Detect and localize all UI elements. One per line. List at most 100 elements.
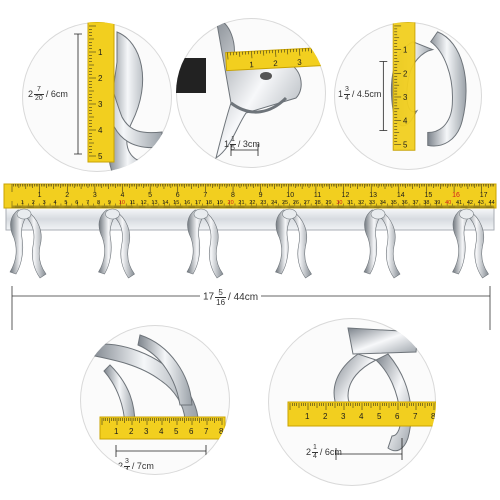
inch-label: 1 [38, 192, 42, 199]
inch-label: 14 [397, 192, 405, 199]
rack-hook [9, 208, 47, 279]
inch-label: 10 [286, 192, 294, 199]
cm-label: 13 [151, 200, 157, 206]
inch-label: 3 [297, 58, 302, 67]
cm-label: 27 [304, 200, 310, 206]
cm-label: 29 [325, 200, 331, 206]
inch-label: 5 [148, 192, 152, 199]
cm-label: 7 [86, 200, 89, 206]
cm-label: 12 [141, 200, 147, 206]
inch-label: 12 [342, 192, 350, 199]
cm-label: 42 [467, 200, 473, 206]
cm-label: 40 [445, 200, 451, 206]
cm-label: 32 [358, 200, 364, 206]
cm-label: 6 [75, 200, 78, 206]
cm-label: 14 [162, 200, 168, 206]
inch-label: 5 [98, 152, 103, 161]
cm-label: 30 [336, 200, 342, 206]
cm-label: 39 [434, 200, 440, 206]
inch-label: 4 [403, 117, 408, 126]
inch-label: 1 [249, 60, 254, 69]
cm-label: 9 [108, 200, 111, 206]
inch-label: 7 [413, 412, 418, 421]
cm-label: 35 [391, 200, 397, 206]
cm-label: 38 [423, 200, 429, 206]
inch-label: 8 [231, 192, 235, 199]
cm-label: 24 [271, 200, 277, 206]
inch-label: 5 [174, 427, 179, 436]
inch-label: 7 [203, 192, 207, 199]
cm-label: 36 [402, 200, 408, 206]
inch-label: 2 [323, 412, 328, 421]
cm-label: 8 [97, 200, 100, 206]
cm-label: 23 [260, 200, 266, 206]
hook-curve-photo: 1 2 3 4 5 [379, 22, 467, 151]
cm-label: 34 [380, 200, 386, 206]
cm-label: 3 [43, 200, 46, 206]
rack-hook [98, 208, 135, 279]
inch-label: 6 [176, 192, 180, 199]
inch-label: 7 [204, 427, 209, 436]
inch-label: 11 [314, 192, 321, 199]
inch-label: 9 [259, 192, 263, 199]
inch-label: 2 [403, 69, 407, 78]
inch-label: 1 [114, 427, 119, 436]
cm-label: 5 [64, 200, 67, 206]
inch-label: 2 [273, 59, 278, 68]
inch-label: 8 [219, 427, 224, 436]
inch-label: 1 [403, 46, 407, 55]
rack-hook [275, 208, 312, 279]
rack-hook [363, 208, 401, 279]
tape-measure-main [3, 183, 497, 209]
cm-label: 44 [489, 200, 495, 206]
cm-label: 20 [228, 200, 234, 206]
inch-label: 13 [369, 192, 377, 199]
inch-label: 2 [98, 74, 103, 83]
inch-label: 3 [98, 100, 103, 109]
hook-base-photo: 1 2 3 4 [176, 18, 326, 160]
cm-label: 15 [173, 200, 179, 206]
cm-label: 25 [282, 200, 288, 206]
cm-label: 43 [478, 200, 484, 206]
rack-bar [5, 207, 495, 231]
cm-label: 28 [315, 200, 321, 206]
inch-label: 17 [480, 192, 488, 199]
cm-label: 4 [54, 200, 57, 206]
inch-label: 5 [403, 140, 408, 149]
cm-label: 2 [32, 200, 35, 206]
inch-label: 3 [144, 427, 149, 436]
inch-label: 5 [377, 412, 382, 421]
cm-label: 11 [130, 200, 136, 206]
inch-label: 2 [65, 192, 69, 199]
rack-hook [186, 208, 224, 279]
cm-label: 10 [119, 200, 125, 206]
cm-label: 18 [206, 200, 212, 206]
inch-label: 4 [98, 126, 103, 135]
inch-label: 3 [341, 412, 346, 421]
inch-label: 4 [321, 56, 326, 65]
inch-label: 15 [424, 192, 432, 199]
inch-label: 3 [93, 192, 97, 199]
inch-label: 4 [159, 427, 164, 436]
inch-label: 1 [305, 412, 310, 421]
cm-label: 16 [184, 200, 190, 206]
cm-label: 21 [238, 200, 244, 206]
inch-label: 6 [395, 412, 400, 421]
hook-tip-photo: 1 2 3 4 5 [74, 22, 163, 172]
inch-label: 1 [98, 48, 103, 57]
inch-label: 3 [403, 93, 408, 102]
